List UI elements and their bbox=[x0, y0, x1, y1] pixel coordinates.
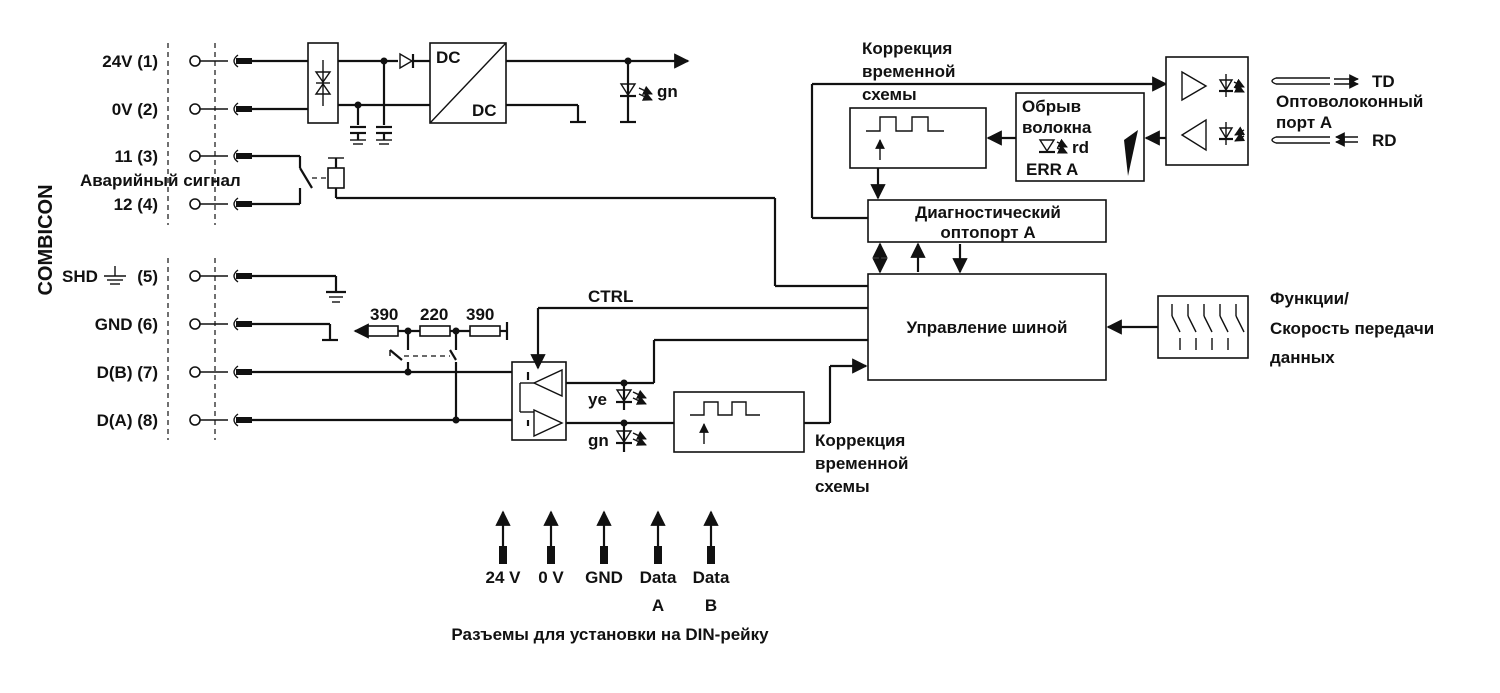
timing-top-label-3: схемы bbox=[862, 85, 917, 104]
ye-led-label: ye bbox=[588, 390, 607, 409]
terminal-label-db: D(B) (7) bbox=[97, 363, 158, 382]
alarm-relay bbox=[252, 154, 868, 288]
power-led-icon bbox=[619, 83, 653, 101]
series-diode-icon bbox=[399, 52, 430, 70]
timing-bottom-to-bus-line bbox=[804, 358, 868, 425]
ctrl-label: CTRL bbox=[588, 287, 633, 306]
shield-ground-icon bbox=[104, 266, 126, 285]
functions-label-2: Скорость передачи bbox=[1270, 319, 1434, 338]
rd-led-label: rd bbox=[1072, 138, 1089, 157]
rd-led-icon bbox=[1038, 138, 1068, 154]
timing-top-label-1: Коррекция bbox=[862, 39, 952, 58]
terminal-4 bbox=[189, 197, 252, 211]
timing-correction-bottom-block bbox=[673, 391, 805, 453]
terminal-6 bbox=[189, 317, 252, 331]
terminal-label-5: (5) bbox=[137, 267, 158, 286]
gn-led-label: gn bbox=[588, 431, 609, 450]
din-pin-2: 0 V bbox=[538, 510, 564, 587]
din-pin-label-3: GND bbox=[585, 568, 623, 587]
fiber-break-block bbox=[1015, 92, 1145, 182]
dc-input-label: DC bbox=[436, 48, 461, 67]
terminal-7 bbox=[189, 365, 252, 379]
shield-wiring bbox=[252, 274, 346, 303]
bus-management-block bbox=[867, 273, 1107, 381]
resistor-label-2: 220 bbox=[420, 305, 448, 324]
din-pin-label-4: Data bbox=[640, 568, 677, 587]
terminal-label-11: 11 (3) bbox=[115, 147, 158, 166]
fiber-port-label-2: порт A bbox=[1276, 113, 1332, 132]
ye-led-icon bbox=[615, 389, 647, 405]
terminal-5 bbox=[189, 269, 252, 283]
din-pin-3: GND bbox=[585, 510, 623, 587]
combicon-label: COMBICON bbox=[35, 184, 57, 295]
rx-to-bus-line bbox=[566, 338, 868, 410]
bus-management-label: Управление шиной bbox=[907, 318, 1068, 337]
terminal-3 bbox=[189, 149, 252, 163]
terminal-label-24v: 24V (1) bbox=[102, 52, 158, 71]
rs485-transceiver bbox=[511, 361, 567, 441]
resistor-label-1: 390 bbox=[370, 305, 398, 324]
timing-correction-top-block bbox=[849, 107, 987, 200]
functions-label-3: данных bbox=[1270, 348, 1335, 367]
din-pin-label-1: 24 V bbox=[486, 568, 522, 587]
timing-top-label-2: временной bbox=[862, 62, 955, 81]
din-pin-1: 24 V bbox=[486, 510, 522, 587]
terminal-label-gnd: GND (6) bbox=[95, 315, 158, 334]
fiber-transceiver-block bbox=[1165, 56, 1249, 166]
timing-bottom-label-1: Коррекция bbox=[815, 431, 905, 450]
dc-output-label: DC bbox=[472, 101, 497, 120]
fiber-break-label-1: Обрыв bbox=[1022, 97, 1081, 116]
din-rail-caption: Разъемы для установки на DIN-рейку bbox=[451, 625, 769, 644]
td-label: TD bbox=[1372, 72, 1395, 91]
diag-to-fiber-line bbox=[810, 76, 1168, 220]
data-lines bbox=[252, 368, 532, 424]
terminal-2 bbox=[189, 102, 252, 116]
timing-bottom-label-3: схемы bbox=[815, 477, 870, 496]
gnd-wiring bbox=[252, 322, 338, 342]
ctrl-line bbox=[530, 306, 868, 370]
gn-led-icon bbox=[615, 430, 647, 446]
din-pin-sublabel-4: A bbox=[652, 596, 664, 615]
terminal-label-0v: 0V (2) bbox=[112, 100, 158, 119]
timing-bottom-label-2: временной bbox=[815, 454, 908, 473]
terminal-label-12: 12 (4) bbox=[114, 195, 158, 214]
power-led-label: gn bbox=[657, 82, 678, 101]
power-input-wiring bbox=[252, 59, 308, 111]
terminal-label-shd: SHD bbox=[62, 267, 98, 286]
din-pin-label-2: 0 V bbox=[538, 568, 564, 587]
terminals bbox=[189, 54, 252, 427]
protection-diode-block bbox=[307, 42, 339, 124]
alarm-label: Аварийный сигнал bbox=[80, 171, 241, 190]
diag-bus-arrows bbox=[872, 242, 968, 274]
dip-switch-block bbox=[1157, 295, 1249, 359]
diagnostic-label-2: оптопорт A bbox=[940, 223, 1035, 242]
fiber-port-label-1: Оптоволоконный bbox=[1276, 92, 1423, 111]
din-pin-label-5: Data bbox=[693, 568, 730, 587]
filter-capacitors-icon bbox=[350, 125, 392, 145]
power-output-wiring bbox=[506, 53, 690, 124]
diagnostic-label-1: Диагностический bbox=[915, 203, 1061, 222]
dc-dc-converter: DC DC bbox=[429, 42, 507, 124]
terminal-8 bbox=[189, 413, 252, 427]
functions-label-1: Функции/ bbox=[1270, 289, 1349, 308]
diagnostic-port-block bbox=[867, 199, 1107, 243]
terminal-label-da: D(A) (8) bbox=[97, 411, 158, 430]
fiber-cables bbox=[1271, 74, 1359, 147]
err-label: ERR A bbox=[1026, 160, 1078, 179]
din-pin-sublabel-5: B bbox=[705, 596, 717, 615]
rd-label: RD bbox=[1372, 131, 1397, 150]
resistor-label-3: 390 bbox=[466, 305, 494, 324]
tx-line bbox=[566, 419, 674, 452]
power-rail-wiring bbox=[338, 57, 430, 125]
terminal-1 bbox=[189, 54, 252, 68]
fiber-break-label-2: волокна bbox=[1022, 118, 1092, 137]
